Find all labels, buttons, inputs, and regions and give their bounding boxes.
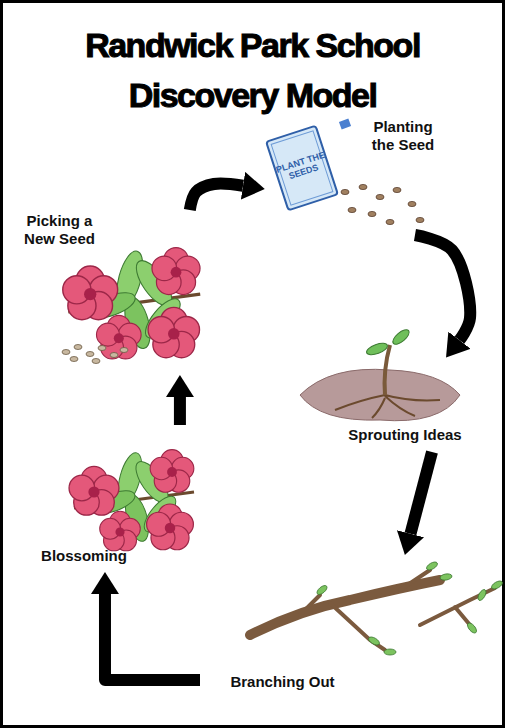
seed [359,184,367,189]
seed [120,348,128,353]
soil [300,369,460,420]
leaf [476,588,487,601]
seed [408,201,416,206]
seed [86,352,94,357]
leaf [384,649,396,655]
seed [70,357,78,362]
blossom-illustration [63,248,200,359]
leaf [440,573,453,581]
seed [376,194,384,199]
seed [341,189,349,194]
seed [74,345,82,350]
leaf [365,341,389,357]
seed [348,207,356,212]
cycle-arrow [105,594,200,680]
stem [385,345,390,395]
seeds [341,184,424,224]
packet-body [266,126,338,211]
seed [92,359,100,364]
stage-node: Blossoming [30,425,200,572]
packet-scrap [339,119,351,130]
stage-node: Picking a New Seed [15,210,205,375]
branch [250,580,440,635]
leaf [390,327,411,347]
stage-label: Branching Out [220,673,345,691]
stage-label: Sprouting Ideas [330,426,480,444]
seed [368,211,376,216]
leaf [425,560,438,571]
seed [110,353,118,358]
cycle-arrow [410,452,432,534]
stage-node: Branching Out [200,555,500,700]
leaf [466,621,478,634]
seed [416,217,424,222]
twigs [300,570,495,650]
diagram-title: Randwick Park School Discovery Model [60,20,445,120]
seed [62,350,70,355]
leaf [367,635,380,646]
leaf [315,584,328,596]
stage-label: Planting the Seed [363,118,443,154]
blossom-illustration [69,450,194,551]
packet-inner [271,131,333,205]
seed-packet [266,119,351,211]
roots [335,395,440,418]
new-seeds [62,345,128,364]
stage-label: Blossoming [35,547,133,565]
cycle-arrow [174,397,186,425]
stage-label: Picking a New Seed [17,212,102,248]
seed [393,187,401,192]
branches [250,560,504,655]
leaf [490,579,503,590]
cycle-arrow [190,184,243,210]
sprout [300,327,460,421]
seed [98,346,106,351]
cycle-arrow [415,235,470,340]
stage-node: Sprouting Ideas [330,300,450,452]
seed [386,219,394,224]
